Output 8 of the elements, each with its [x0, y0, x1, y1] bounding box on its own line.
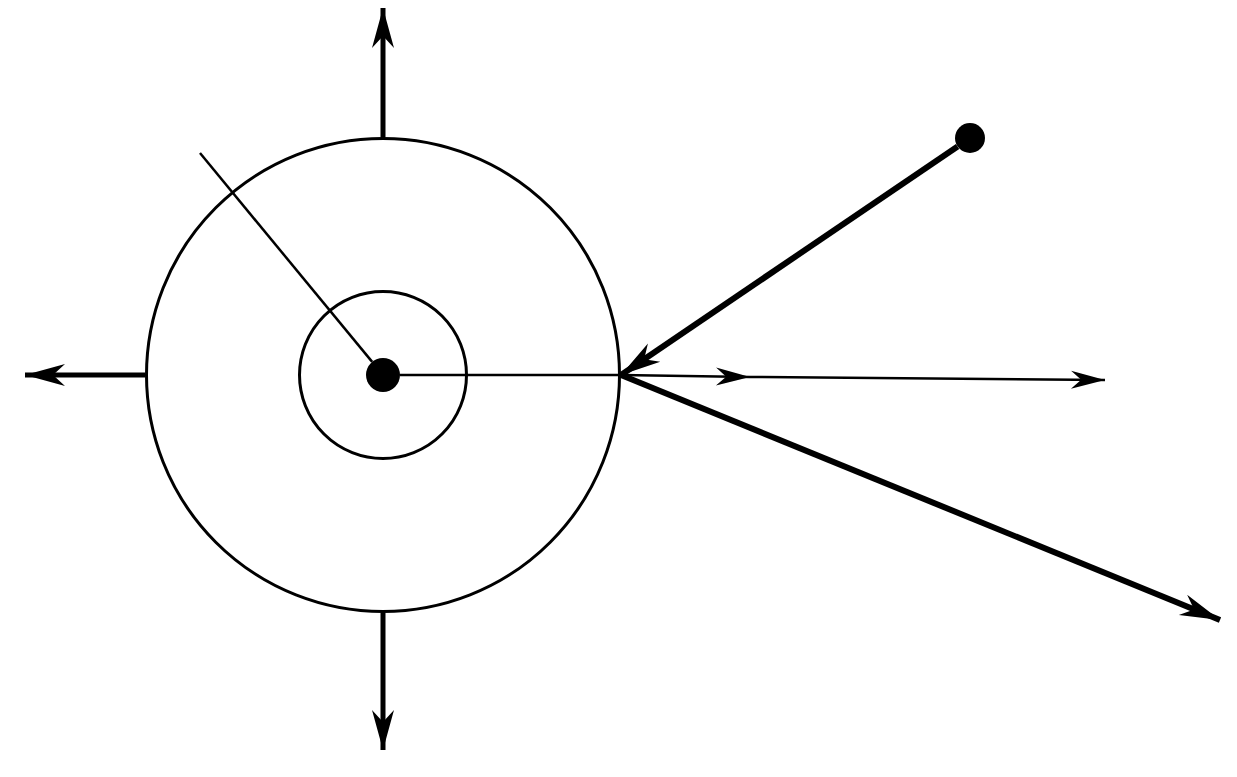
outer-circle — [145, 137, 621, 613]
inner-circle — [298, 290, 468, 460]
nucleus-dot — [366, 358, 400, 392]
line — [199, 152, 374, 363]
arrow — [372, 613, 394, 750]
arrow — [25, 364, 145, 386]
particle-dot — [955, 123, 985, 153]
arrow — [372, 8, 394, 137]
